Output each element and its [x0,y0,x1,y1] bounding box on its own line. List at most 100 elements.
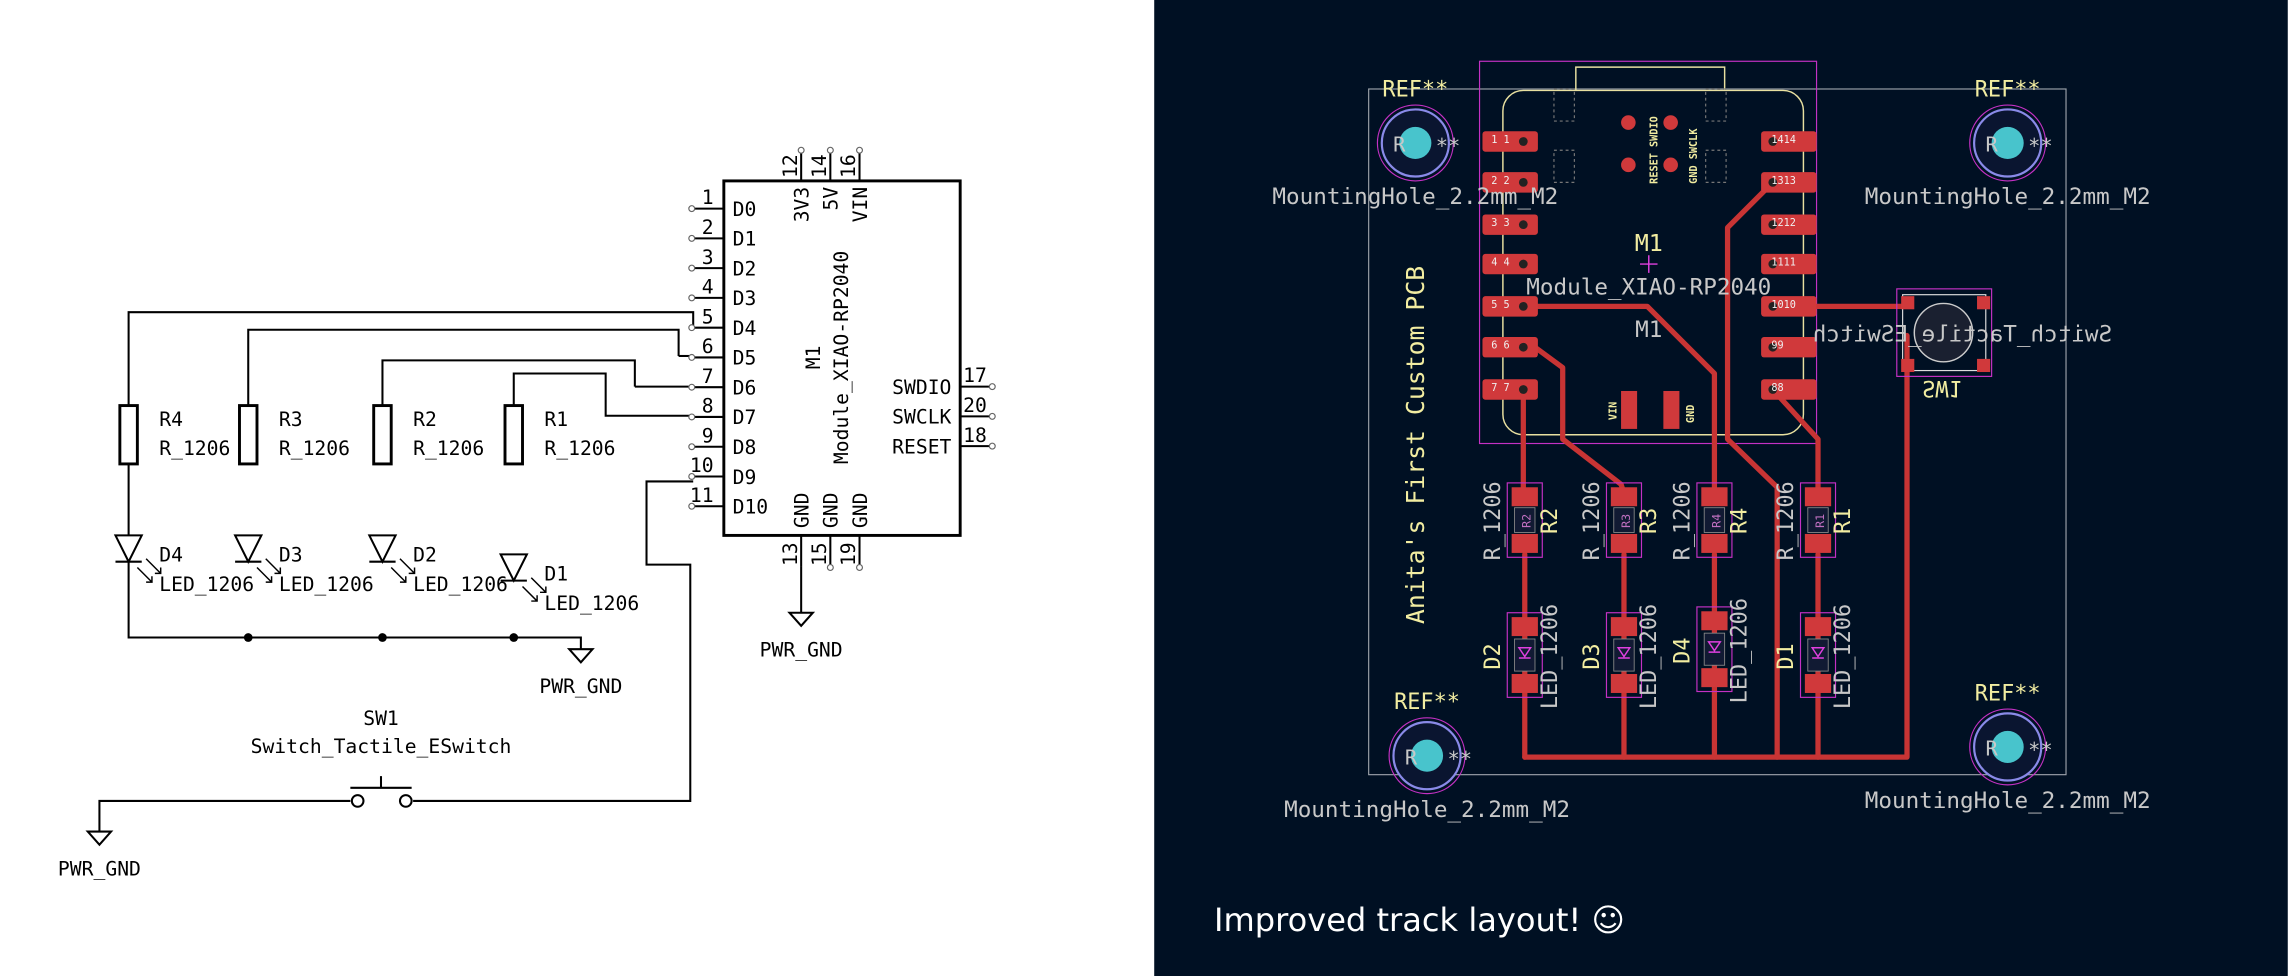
led-courtyard [1799,612,1837,698]
pin-endpoint-icon [688,205,696,213]
module-pin-name: D3 [733,287,757,310]
led-value: LED_1206 [544,592,639,615]
switch-pad [1901,296,1915,310]
module-pad-right [1761,379,1817,400]
resistor-pad-2 [1511,533,1538,553]
pad-drill-icon [1518,177,1528,187]
resistor-value: R_1206 [279,437,350,460]
test-pad [1621,115,1636,130]
track-gnd [1724,179,1780,760]
led-value: LED_1206 [1728,598,1753,703]
led-value: LED_1206 [279,573,374,596]
module-pad-left [1482,379,1538,400]
module-pad-left [1482,172,1538,193]
keepout-hatch [1705,88,1727,122]
module-pad-right [1761,296,1817,317]
pad-number: 2 2 [1491,176,1509,187]
led-symbol-icon [498,553,529,583]
resistor-ref: R1 [1831,508,1856,534]
pad-drill-icon [1518,259,1528,269]
keepout-hatch [1553,149,1575,183]
led-pad-1 [1701,668,1728,688]
switch-pad [1977,358,1991,373]
resistor-fab-ref: R2 [1520,514,1534,528]
resistor-value: R_1206 [544,437,615,460]
power-label-module-gnd: PWR_GND [760,639,843,662]
module-pin-number: 3 [702,246,714,269]
module-pin-name: 5V [820,187,843,211]
resistor-courtyard [1605,482,1643,558]
module-pin-number: 10 [690,454,714,477]
resistor-fab-ref: R1 [1813,514,1827,528]
module-pad-left [1482,131,1538,152]
module-pin-name: GND [849,493,872,529]
module-pin-number: 17 [963,364,987,387]
module-pin-name: D10 [733,496,769,519]
resistor-ref: R4 [1728,508,1753,534]
track-pad8-r1 [1770,386,1821,496]
mounting-hole-fab-ref: ** [2028,134,2053,158]
led-value: LED_1206 [1637,604,1662,709]
led-body [1514,638,1536,672]
led-polarity-icon [1810,647,1826,659]
led-pad-2 [1804,617,1832,637]
mounting-hole-drill-icon [1991,730,2024,764]
switch-actuator-icon [350,776,412,789]
pin-endpoint-icon [688,294,696,302]
pad-drill-icon [1518,385,1528,394]
module-pin-name: D1 [733,228,757,251]
module-pin-number: 1 [702,186,714,209]
pad-number: 6 6 [1491,341,1509,352]
led-ref: D4 [1671,637,1696,663]
led-pad-1 [1511,674,1538,693]
resistor-fab-ref: R4 [1709,514,1723,528]
module-pad-right [1761,253,1817,275]
pad-drill-icon [1518,220,1528,230]
wire-d6 [381,359,636,406]
resistor-body [1703,507,1726,533]
led-polarity-icon [1616,647,1632,659]
module-pin-name: GND [820,493,843,529]
pcb-module-fab-ref: M1 [1635,317,1662,343]
track-switch-gnd-bus [1522,332,1910,760]
switch-button-icon [1913,302,1974,363]
module-pin-name: D9 [733,466,757,489]
module-pad-left [1482,253,1538,275]
led-body [1613,638,1635,672]
module-pin-name: D0 [733,198,757,221]
mounting-hole-drill-icon [1991,126,2024,160]
pin-endpoint-icon [856,146,864,154]
mounting-hole-fab-ref: R [1985,133,1998,157]
module-pin-name: SWCLK [892,406,951,429]
module-pin-name: SWDIO [892,376,951,399]
board-title-silkscreen: Anita's First Custom PCB [1401,266,1430,624]
module-pin-number: 7 [702,365,714,388]
switch-value: Switch_Tactile_ESwitch [251,735,512,758]
light-emission-arrows-icon [136,558,162,583]
mounting-hole-fab-ref: R [1985,737,1998,761]
mounting-hole-fab-ref: R [1405,745,1418,769]
pad-number: 88 [1771,383,1783,394]
resistor-pad-1 [1511,487,1538,507]
resistor-ref: R2 [1538,508,1563,534]
mounting-hole-fab-ref: ** [2028,738,2053,762]
mounting-hole-courtyard [1969,708,2047,786]
pin-endpoint-icon [826,564,834,572]
pin-endpoint-icon [688,383,696,391]
pin-endpoint-icon [856,564,864,572]
led-pad-1 [1804,674,1832,693]
resistor-symbol [372,404,393,466]
bottom-pad [1621,390,1638,429]
pad-drill-icon [1768,220,1778,230]
resistor-value: R_1206 [1481,481,1506,560]
pad-label: RESET SWDIO [1650,116,1661,184]
pad-drill-icon [1768,177,1778,187]
pcb-module-value: Module_XIAO-RP2040 [1526,275,1771,301]
pad-number: 5 5 [1491,300,1509,311]
pad-number: 1313 [1771,176,1796,187]
module-pad-right [1761,131,1817,152]
junction-dot-icon [243,633,253,642]
